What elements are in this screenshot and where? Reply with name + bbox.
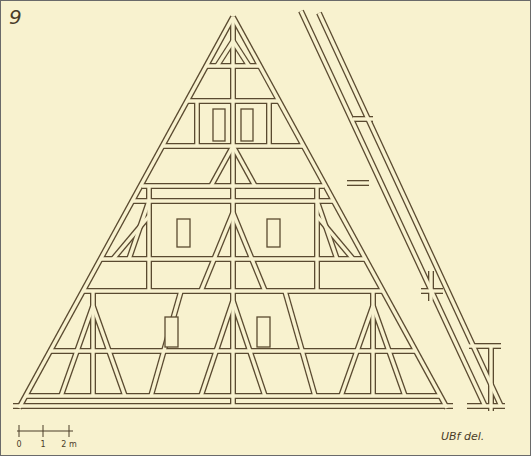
- scale-bar: [17, 425, 73, 437]
- scale-label: 2 m: [61, 441, 76, 449]
- signature: UBf del.: [441, 431, 484, 442]
- figure-number: 9: [9, 7, 22, 27]
- scale-label: 1: [40, 441, 45, 449]
- scale-label: 0: [16, 441, 21, 449]
